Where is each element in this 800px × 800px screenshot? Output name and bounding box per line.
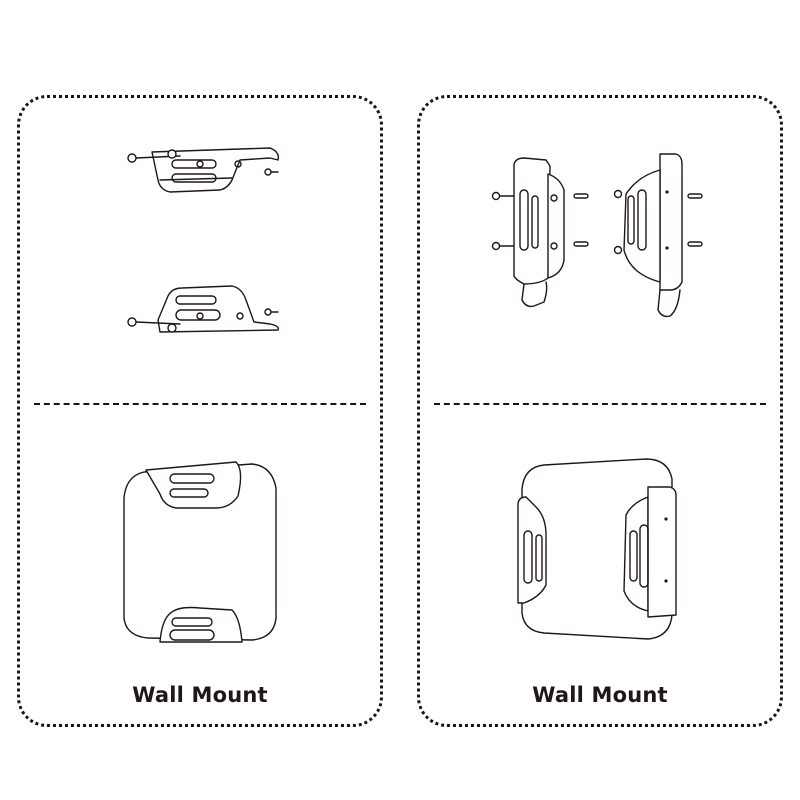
panel-divider (34, 403, 366, 405)
wall-mount-label-right: Wall Mount (532, 683, 668, 707)
right-panel: Wall Mount (417, 95, 783, 727)
brackets-side-exploded-illustration (491, 153, 703, 318)
device-mounted-horizontal-illustration (517, 458, 677, 640)
bracket-bottom-exploded-illustration (127, 285, 280, 333)
panel-divider (434, 403, 766, 405)
device-mounted-vertical-illustration (123, 461, 277, 643)
left-panel: Wall Mount (17, 95, 383, 727)
bracket-top-exploded-illustration (127, 147, 280, 193)
wall-mount-label-left: Wall Mount (132, 683, 268, 707)
